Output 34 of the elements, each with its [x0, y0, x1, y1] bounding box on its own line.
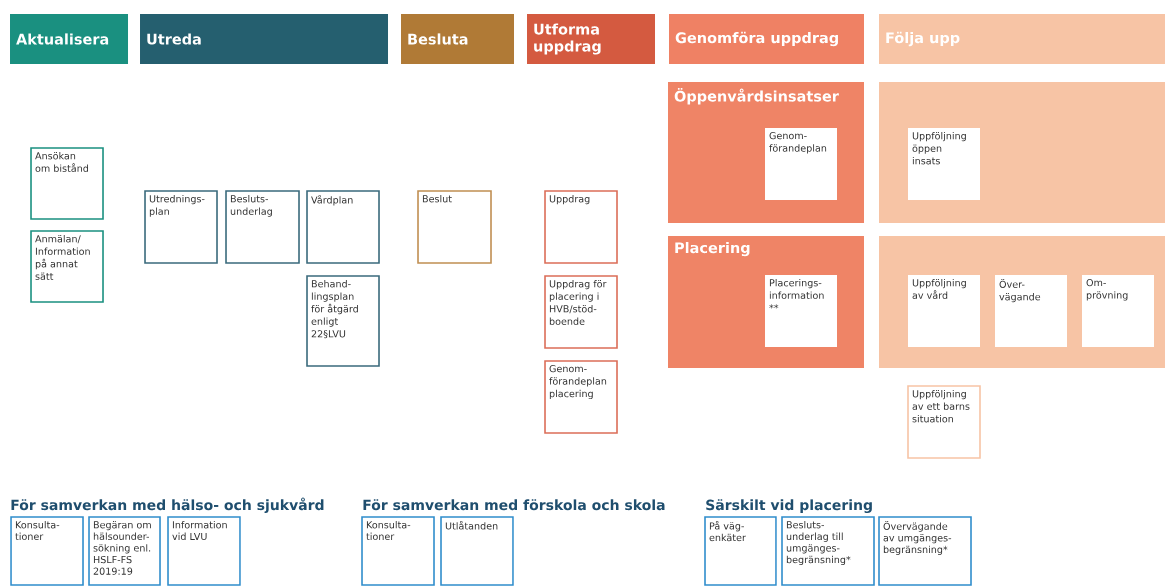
document-box: Besluts- underlag till umgänges- begränsning*	[781, 516, 875, 586]
document-box: Besluts- underlag	[225, 190, 300, 264]
document-card: Placerings- information **	[765, 275, 837, 347]
document-box: Beslut	[417, 190, 492, 264]
group-heading: För samverkan med hälso- och sjukvård	[11, 497, 324, 513]
document-box: Konsulta- tioner	[361, 516, 435, 586]
document-box: Ansökan om bistånd	[30, 147, 104, 220]
document-box: Utrednings- plan	[144, 190, 218, 264]
document-card: Över- vägande	[995, 275, 1067, 347]
document-box: Uppdrag för placering i HVB/stöd- boende	[544, 275, 618, 349]
phase-header: Utforma uppdrag	[527, 14, 655, 64]
document-box: Behand- lingsplan för åtgärd enligt 22§LVU	[306, 275, 380, 367]
group-heading: Särskilt vid placering	[706, 499, 872, 513]
phase-header: Utreda	[140, 14, 388, 64]
document-box: Utlåtanden	[440, 516, 514, 586]
document-box: Genom- förandeplan placering	[544, 360, 618, 434]
document-box: Vårdplan	[306, 190, 380, 264]
group-heading: För samverkan med förskola och skola	[363, 499, 665, 511]
document-card: Genom- förandeplan	[765, 128, 837, 200]
document-card: Om- prövning	[1082, 275, 1154, 347]
document-box: Uppdrag	[544, 190, 618, 264]
phase-header: Följa upp	[879, 14, 1165, 64]
document-box: Anmälan/ Information på annat sätt	[30, 230, 104, 303]
phase-header: Besluta	[401, 14, 514, 64]
document-card: Uppföljning öppen insats	[908, 128, 980, 200]
document-box: På väg- enkäter	[704, 516, 777, 586]
document-card: Uppföljning av vård	[908, 275, 980, 347]
document-box: Uppföljning av ett barns situation	[907, 385, 981, 459]
phase-header: Genomföra uppdrag	[669, 14, 864, 64]
document-box: Information vid LVU	[167, 516, 241, 586]
document-box: Begäran om hälsounder- sökning enl. HSLF-FS 2019:19	[88, 516, 161, 586]
phase-header: Aktualisera	[10, 14, 128, 64]
document-box: Övervägande av umgänges- begränsning*	[878, 516, 972, 586]
document-box: Konsulta- tioner	[10, 516, 84, 586]
